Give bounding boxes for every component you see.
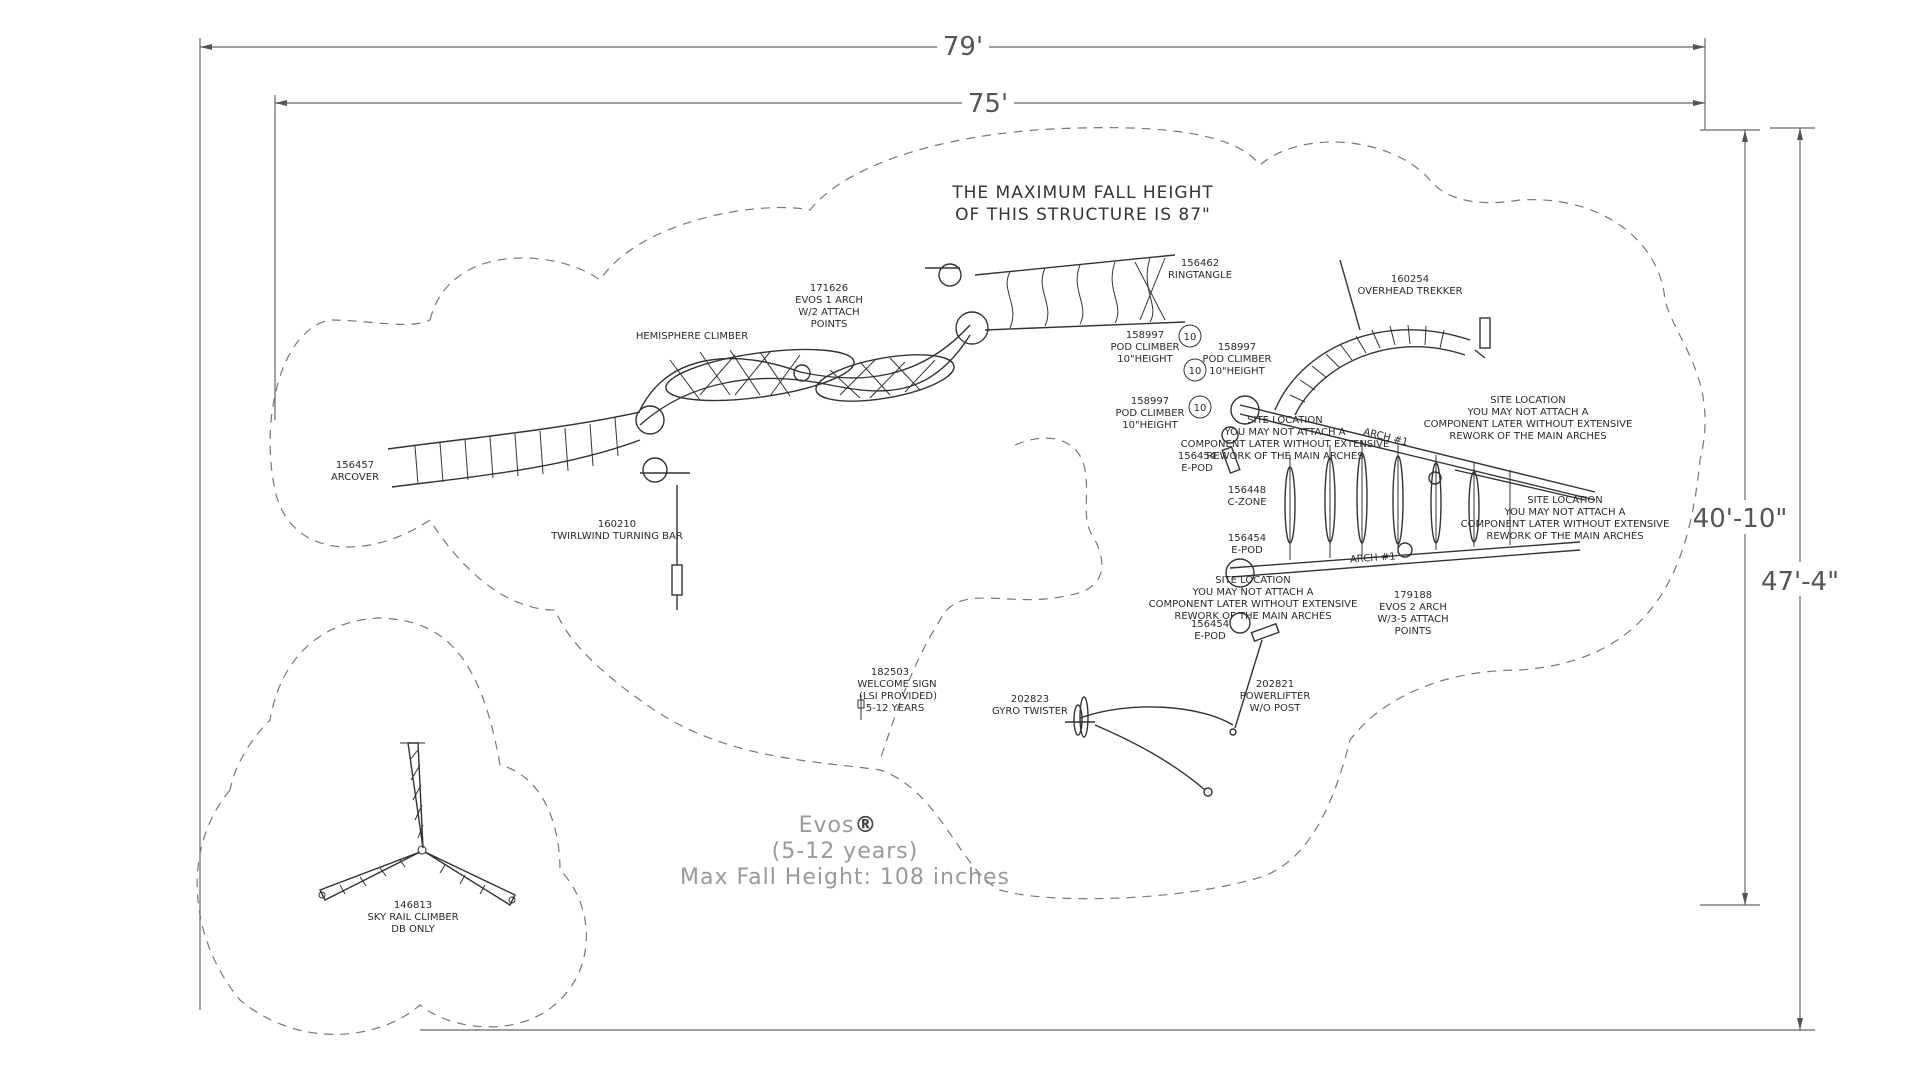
epod2-id: 156454 xyxy=(1228,533,1266,544)
sign-id: 182503 xyxy=(871,667,909,678)
evos1-line1: EVOS 1 ARCH xyxy=(795,295,863,306)
pod2-name: POD CLIMBER xyxy=(1202,354,1271,365)
sky-rail-climber-equipment xyxy=(318,742,516,907)
brand-registered-mark: ® xyxy=(854,813,877,838)
fall-height-note-line-2: OF THIS STRUCTURE IS 87" xyxy=(955,205,1211,225)
overhead-trekker-equipment xyxy=(1274,259,1491,416)
pod3-badge: 10 xyxy=(1194,403,1207,414)
site4-line2: YOU MAY NOT ATTACH A xyxy=(1191,587,1313,598)
powerlifter-gyro-equipment xyxy=(1065,612,1280,797)
arcover-equipment xyxy=(387,411,641,488)
twirlwind-name: TWIRLWIND TURNING BAR xyxy=(550,531,683,542)
inner-notch-outline xyxy=(879,437,1103,761)
ringtangle-name: RINGTANGLE xyxy=(1168,270,1232,281)
evos2-line3: POINTS xyxy=(1395,626,1432,637)
epod2-name: E-POD xyxy=(1231,545,1263,556)
site3-line3: COMPONENT LATER WITHOUT EXTENSIVE xyxy=(1461,519,1670,530)
arch-tag-2: ARCH #1 xyxy=(1350,551,1396,565)
pod1-name: POD CLIMBER xyxy=(1110,342,1179,353)
site3-line1: SITE LOCATION xyxy=(1527,495,1602,506)
trekker-name: OVERHEAD TREKKER xyxy=(1357,286,1462,297)
site2-line1: SITE LOCATION xyxy=(1490,395,1565,406)
sign-line3: 5-12 YEARS xyxy=(866,703,924,714)
pod2-height: 10"HEIGHT xyxy=(1209,366,1265,377)
site3-line4: REWORK OF THE MAIN ARCHES xyxy=(1486,531,1643,542)
pod2-badge: 10 xyxy=(1189,366,1202,377)
arcover-id: 156457 xyxy=(336,460,374,471)
hemisphere-climber-equipment xyxy=(635,311,989,435)
site2-line3: COMPONENT LATER WITHOUT EXTENSIVE xyxy=(1424,419,1633,430)
ringtangle-id: 156462 xyxy=(1181,258,1219,269)
brand-ages: (5-12 years) xyxy=(772,839,919,864)
site1-line3: COMPONENT LATER WITHOUT EXTENSIVE xyxy=(1181,439,1390,450)
pod2-id: 158997 xyxy=(1218,342,1256,353)
skyrail-id: 146813 xyxy=(394,900,432,911)
sky-rail-use-zone-outline xyxy=(196,617,587,1035)
epod1-id: 156454 xyxy=(1178,451,1216,462)
evos1-line2: W/2 ATTACH xyxy=(798,307,859,318)
welcome-sign-marker xyxy=(857,695,865,720)
evos1-id: 171626 xyxy=(810,283,848,294)
inner-width-label: 75' xyxy=(968,89,1008,119)
czone-name: C-ZONE xyxy=(1227,497,1266,508)
czone-id: 156448 xyxy=(1228,485,1266,496)
evos1-line3: POINTS xyxy=(811,319,848,330)
gyro-id: 202823 xyxy=(1011,694,1049,705)
epod3-id: 156454 xyxy=(1191,619,1229,630)
site2-line4: REWORK OF THE MAIN ARCHES xyxy=(1449,431,1606,442)
site1-line4: REWORK OF THE MAIN ARCHES xyxy=(1206,451,1363,462)
evos2-arch-equipment xyxy=(1221,395,1596,588)
site3-line2: YOU MAY NOT ATTACH A xyxy=(1503,507,1625,518)
site1-line1: SITE LOCATION xyxy=(1247,415,1322,426)
brand-title: Evos® xyxy=(799,813,878,838)
evos2-line2: W/3-5 ATTACH xyxy=(1377,614,1448,625)
site1-line2: YOU MAY NOT ATTACH A xyxy=(1223,427,1345,438)
pod1-badge: 10 xyxy=(1184,332,1197,343)
pod3-height: 10"HEIGHT xyxy=(1122,420,1178,431)
fall-height-note-line-1: THE MAXIMUM FALL HEIGHT xyxy=(951,183,1214,203)
site4-line1: SITE LOCATION xyxy=(1215,575,1290,586)
main-use-zone-outline xyxy=(269,127,1706,900)
site4-line3: COMPONENT LATER WITHOUT EXTENSIVE xyxy=(1149,599,1358,610)
pod3-id: 158997 xyxy=(1131,396,1169,407)
trekker-id: 160254 xyxy=(1391,274,1429,285)
pod1-id: 158997 xyxy=(1126,330,1164,341)
epod1-name: E-POD xyxy=(1181,463,1213,474)
evos2-id: 179188 xyxy=(1394,590,1432,601)
twirlwind-id: 160210 xyxy=(598,519,636,530)
hemisphere-climber-name: HEMISPHERE CLIMBER xyxy=(636,331,748,342)
brand-fall-height: Max Fall Height: 108 inches xyxy=(680,865,1010,890)
inner-depth-label: 40'-10" xyxy=(1693,504,1788,534)
skyrail-line1: SKY RAIL CLIMBER xyxy=(367,912,458,923)
site4-line4: REWORK OF THE MAIN ARCHES xyxy=(1174,611,1331,622)
gyro-name: GYRO TWISTER xyxy=(992,706,1068,717)
arcover-name: ARCOVER xyxy=(331,472,379,483)
epod3-name: E-POD xyxy=(1194,631,1226,642)
overall-width-label: 79' xyxy=(943,32,983,62)
overall-depth-label: 47'-4" xyxy=(1761,567,1839,597)
powerlifter-id: 202821 xyxy=(1256,679,1294,690)
ringtangle-equipment xyxy=(925,254,1186,331)
pod1-height: 10"HEIGHT xyxy=(1117,354,1173,365)
brand-name: Evos xyxy=(799,813,855,838)
evos2-line1: EVOS 2 ARCH xyxy=(1379,602,1447,613)
powerlifter-line1: POWERLIFTER xyxy=(1240,691,1311,702)
skyrail-line2: DB ONLY xyxy=(391,924,435,935)
sign-line2: (LSI PROVIDED) xyxy=(859,691,937,702)
powerlifter-line2: W/O POST xyxy=(1250,703,1302,714)
pod3-name: POD CLIMBER xyxy=(1115,408,1184,419)
site2-line2: YOU MAY NOT ATTACH A xyxy=(1466,407,1588,418)
pod-climber-badges xyxy=(1178,324,1212,419)
twirlwind-equipment xyxy=(640,457,690,610)
sign-line1: WELCOME SIGN xyxy=(857,679,936,690)
